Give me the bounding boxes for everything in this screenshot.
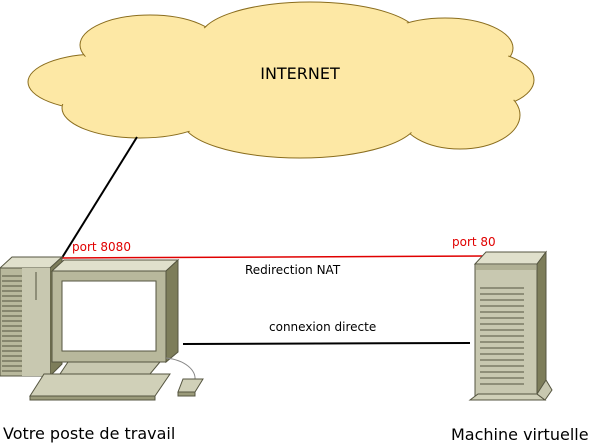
port-8080-label: port 8080	[72, 240, 131, 254]
internet-cloud: INTERNET	[27, 1, 535, 159]
internet-link	[59, 136, 138, 262]
vm-label: Machine virtuelle	[451, 425, 589, 444]
direct-link-label: connexion directe	[269, 320, 376, 334]
desktop-computer-icon	[0, 255, 204, 401]
workstation-label: Votre poste de travail	[3, 424, 175, 443]
server-tower-icon	[468, 250, 553, 401]
internet-label: INTERNET	[260, 64, 340, 83]
nat-link-label: Redirection NAT	[245, 263, 341, 277]
nat-link	[59, 255, 486, 259]
port-80-label: port 80	[452, 235, 496, 249]
direct-link	[182, 342, 471, 345]
